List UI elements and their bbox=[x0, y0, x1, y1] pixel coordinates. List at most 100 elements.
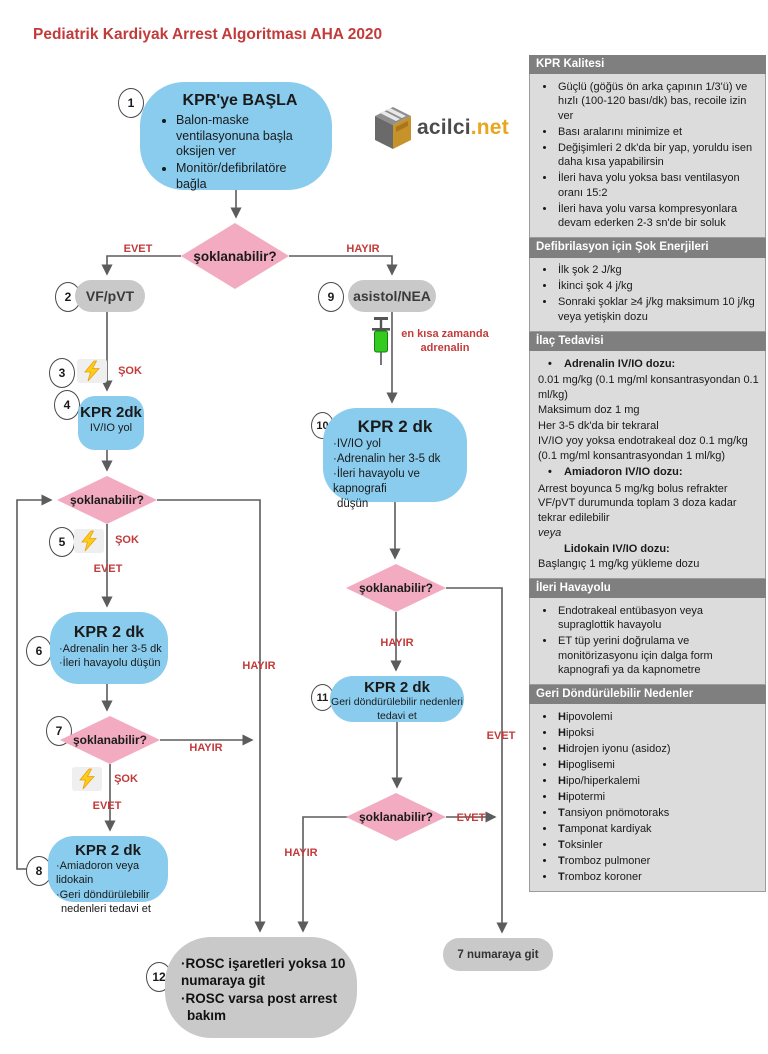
step-number: 1 bbox=[127, 96, 135, 110]
note-line: adrenalin bbox=[420, 342, 470, 355]
kpr-2dk-box-11: KPR 2 dk Geri döndürülebilir nedenleri t… bbox=[330, 676, 464, 722]
kpr-box-line: tedavi et bbox=[377, 709, 417, 722]
drug-lidokain-title: Lidokain IV/IO dozu: bbox=[564, 542, 670, 555]
rosc-line: ·ROSC işaretleri yoksa 10 bbox=[181, 956, 346, 971]
shock-bolt-icon bbox=[72, 767, 102, 791]
drug-line: Başlangıç 1 mg/kg yükleme dozu bbox=[538, 558, 700, 571]
start-kpr-bullets: Balon-maske ventilasyonuna başla oksijen… bbox=[162, 113, 318, 192]
page-title: Pediatrik Kardiyak Arrest Algoritması AH… bbox=[33, 26, 383, 43]
drug-amiadoron-title: Amiadoron IV/IO dozu: bbox=[538, 465, 759, 480]
cause-item: Hipo/hiperkalemi bbox=[556, 774, 759, 789]
step-number: 12 bbox=[152, 970, 166, 984]
kpr-item: Güçlü (göğüs ön arka çapının 1/3'ü) ve h… bbox=[556, 80, 759, 124]
kpr-2dk-box-8: KPR 2 dk ·Amiadoron veya lidokain ·Geri … bbox=[48, 836, 168, 915]
shock-label-3: ŞOK bbox=[118, 365, 142, 377]
kpr-box-lines: ·Adrenalin her 3-5 dk ·İleri havayolu dü… bbox=[50, 642, 168, 671]
panel-defib-header: Defibrilasyon için Şok Enerjileri bbox=[529, 238, 766, 258]
kpr-item: İleri hava yolu yoksa bası ventilasyon o… bbox=[556, 171, 759, 200]
kpr-box-title: KPR 2 dk bbox=[364, 679, 430, 696]
panel-defib: İlk şok 2 J/kg İkinci şok 4 j/kg Sonraki… bbox=[529, 257, 766, 332]
shock-bolt-icon bbox=[74, 529, 104, 553]
step-11-badge: 11 bbox=[311, 684, 334, 711]
kpr-box-line: ·IV/IO yol bbox=[333, 438, 381, 450]
drug-line: Her 3-5 dk'da bir tekraral bbox=[538, 419, 659, 432]
logo-word: acilci bbox=[417, 116, 471, 139]
panel-airway-header: İleri Havayolu bbox=[529, 578, 766, 599]
rosc-outcome-box: ·ROSC işaretleri yoksa 10 numaraya git ·… bbox=[165, 937, 357, 1038]
decision-label: şoklanabilir? bbox=[69, 493, 145, 507]
cause-item: Tromboz pulmoner bbox=[556, 854, 759, 869]
kpr-item: İleri hava yolu varsa kompresyonlara dev… bbox=[556, 202, 759, 231]
kpr-item: Değişimleri 2 dk'da bir yap, yoruldu ise… bbox=[556, 141, 759, 170]
step-number: 7 bbox=[55, 724, 63, 738]
branch-hayir-5: HAYIR bbox=[284, 847, 318, 859]
goto-step-7-label: 7 numaraya git bbox=[457, 948, 539, 961]
decision-shockable-1: şoklanabilir? bbox=[181, 223, 289, 289]
kpr-box-title: KPR 2 dk bbox=[73, 624, 145, 641]
asistol-nea-label: asistol/NEA bbox=[353, 288, 431, 304]
drug-line: IV/IO yoy yoksa endotrakeal doz 0.1 mg/k… bbox=[538, 435, 748, 462]
kpr-box-line: ·İleri havayolu düşün bbox=[59, 657, 161, 670]
kpr-box-lines: Geri döndürülebilir nedenleri tedavi et bbox=[330, 696, 464, 723]
branch-evet-3: EVET bbox=[92, 800, 122, 812]
drug-line: Maksimum doz 1 mg bbox=[538, 404, 640, 417]
branch-hayir-1: HAYIR bbox=[346, 243, 380, 255]
step-number: 3 bbox=[58, 366, 66, 380]
branch-hayir-2: HAYIR bbox=[242, 660, 276, 672]
shock-bolt-icon bbox=[77, 359, 107, 383]
cause-item: Tansiyon pnömotoraks bbox=[556, 806, 759, 821]
start-bullet: Monitör/defibrilatöre bağla bbox=[176, 161, 318, 192]
drug-or: veya bbox=[538, 527, 562, 540]
panel-causes: Hipovolemi Hipoksi Hidrojen iyonu (asido… bbox=[529, 704, 766, 893]
kpr-box-lines: ·Amiadoron veya lidokain ·Geri döndürüle… bbox=[48, 859, 168, 916]
decision-label: şoklanabilir? bbox=[358, 581, 434, 595]
goto-step-7-box: 7 numaraya git bbox=[443, 938, 553, 971]
panel-airway: Endotrakeal entübasyon veya supraglottik… bbox=[529, 598, 766, 686]
cause-item: Toksinler bbox=[556, 838, 759, 853]
rosc-line: numaraya git bbox=[181, 973, 266, 989]
adrenaline-asap-note: en kısa zamanda adrenalin bbox=[399, 327, 491, 356]
cube-logo-icon bbox=[375, 107, 411, 149]
rosc-line: ·ROSC varsa post arrest bbox=[181, 990, 338, 1006]
kpr-box-title: KPR 2 dk bbox=[75, 842, 141, 859]
step-number: 2 bbox=[64, 290, 72, 304]
kpr-box-line: ·Adrenalin her 3-5 dk bbox=[333, 452, 441, 465]
step-number: 9 bbox=[327, 290, 335, 304]
shock-label-7: ŞOK bbox=[114, 773, 138, 785]
cause-item: Hipoglisemi bbox=[556, 758, 759, 773]
logo-tld: .net bbox=[470, 116, 509, 139]
kpr-box-line: ·Adrenalin her 3-5 dk bbox=[59, 643, 162, 655]
branch-evet-5: EVET bbox=[456, 812, 486, 824]
shock-label-5: ŞOK bbox=[115, 534, 139, 546]
kpr-box-sub: IV/IO yol bbox=[89, 422, 133, 434]
cause-item: Tamponat kardiyak bbox=[556, 822, 759, 837]
airway-item: Endotrakeal entübasyon veya supraglottik… bbox=[556, 604, 759, 633]
syringe-icon bbox=[372, 317, 390, 365]
decision-shockable-5: şoklanabilir? bbox=[346, 793, 446, 841]
cause-item: Hipovolemi bbox=[556, 710, 759, 725]
step-number: 6 bbox=[35, 644, 43, 658]
acilci-net-logo: acilci.net bbox=[374, 106, 509, 150]
kpr-2dk-box-6: KPR 2 dk ·Adrenalin her 3-5 dk ·İleri ha… bbox=[50, 612, 168, 684]
kpr-box-line: ·İleri havayolu ve kapnografi bbox=[333, 467, 420, 495]
step-6-badge: 6 bbox=[26, 636, 52, 666]
kpr-box-line: ·Amiadoron veya lidokain bbox=[56, 860, 140, 887]
kpr-box-line: düşün bbox=[337, 497, 369, 510]
decision-label: şoklanabilir? bbox=[193, 248, 277, 264]
vf-pvt-box: VF/pVT bbox=[75, 280, 145, 312]
kpr-box-title: KPR 2dk bbox=[80, 404, 142, 421]
kpr-box-line: nedenleri tedavi et bbox=[61, 902, 151, 915]
step-number: 4 bbox=[63, 398, 71, 412]
start-bullet: Balon-maske ventilasyonuna başla oksijen… bbox=[176, 113, 318, 160]
cause-item: Hipoksi bbox=[556, 726, 759, 741]
defib-item: İlk şok 2 J/kg bbox=[556, 263, 759, 278]
panel-kpr-quality-header: KPR Kalitesi bbox=[529, 55, 766, 75]
decision-shockable-2: şoklanabilir? bbox=[57, 476, 157, 524]
decision-label: şoklanabilir? bbox=[72, 733, 148, 747]
defib-item: İkinci şok 4 j/kg bbox=[556, 279, 759, 294]
cause-item: Hidrojen iyonu (asidoz) bbox=[556, 742, 759, 757]
drug-line: Arrest boyunca 5 mg/kg bolus refrakter V… bbox=[538, 482, 737, 524]
step-number: 5 bbox=[58, 535, 66, 549]
drug-adrenalin-title: Adrenalin IV/IO dozu: bbox=[538, 357, 759, 372]
kpr-2dk-box-10: KPR 2 dk ·IV/IO yol ·Adrenalin her 3-5 d… bbox=[323, 408, 467, 510]
